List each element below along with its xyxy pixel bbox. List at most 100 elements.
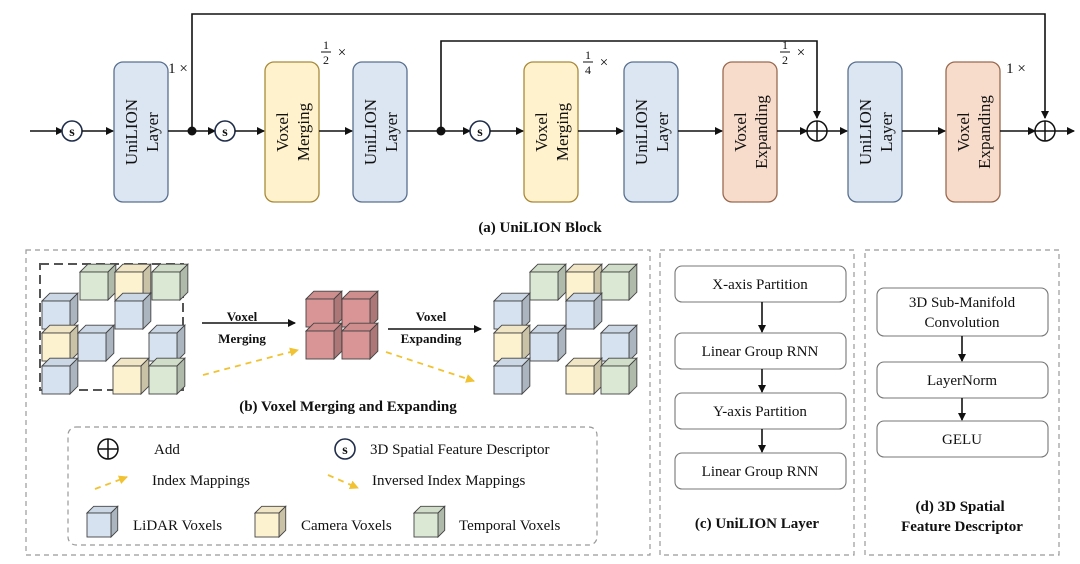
legend-label: 3D Spatial Feature Descriptor bbox=[370, 442, 550, 458]
scale-numerator: 1 bbox=[323, 38, 329, 52]
cube-front bbox=[600, 365, 630, 395]
cube-front bbox=[254, 512, 280, 538]
layer-step-label: Y-axis Partition bbox=[713, 404, 807, 420]
scale-denominator: 2 bbox=[323, 53, 329, 67]
cube-front bbox=[493, 332, 523, 362]
scale-numerator: 1 bbox=[585, 48, 591, 62]
legend-item-4: Inversed Index Mappings bbox=[327, 473, 525, 489]
descriptor-step-3: GELU bbox=[876, 420, 1049, 458]
voxel-merging-label-line-1: Voxel bbox=[227, 309, 258, 324]
merged-voxel-4 bbox=[340, 322, 379, 361]
cube-front bbox=[41, 365, 71, 395]
descriptor-caption-line-2: Feature Descriptor bbox=[901, 519, 1023, 535]
cube-front bbox=[341, 298, 371, 328]
input-voxel-11 bbox=[147, 357, 186, 396]
input-voxel-7 bbox=[76, 324, 115, 363]
node-label-line: UniLION bbox=[361, 99, 380, 165]
input-voxel-4 bbox=[40, 292, 79, 331]
node-box bbox=[623, 61, 679, 203]
expanded-voxel-11 bbox=[599, 357, 638, 396]
expanded-voxel-10 bbox=[564, 357, 603, 396]
add-symbol-1 bbox=[806, 120, 828, 142]
scale-denominator: 2 bbox=[782, 53, 788, 67]
node-label-line: Voxel bbox=[731, 112, 750, 152]
node-label-line: Voxel bbox=[954, 112, 973, 152]
layer-step-label: Linear Group RNN bbox=[702, 344, 819, 360]
descriptor-symbol-1: s bbox=[61, 120, 83, 142]
node-label-line: Merging bbox=[553, 102, 572, 161]
legend-label: Camera Voxels bbox=[301, 518, 392, 534]
temporal-cube-icon bbox=[412, 505, 446, 539]
add-symbol-2 bbox=[1034, 120, 1056, 142]
layer-step-box bbox=[674, 392, 847, 430]
descriptor-icon: s bbox=[334, 438, 356, 460]
legend-item-3: Index Mappings bbox=[94, 473, 250, 490]
descriptor-step-label-line-1: 3D Sub-Manifold bbox=[909, 295, 1016, 311]
node-box bbox=[722, 61, 778, 203]
node-label-line: UniLION bbox=[632, 99, 651, 165]
inner-skip-connection bbox=[440, 40, 821, 131]
node-box bbox=[264, 61, 320, 203]
expanded-voxel-9 bbox=[492, 357, 531, 396]
voxel-expanding-label-line-2: Expanding bbox=[401, 331, 462, 346]
descriptor-step-label-line-2: Convolution bbox=[924, 315, 1000, 331]
cube-front bbox=[600, 332, 630, 362]
node-label-line: Voxel bbox=[532, 112, 551, 152]
expanded-voxel-6 bbox=[492, 324, 531, 363]
node-label-line: Layer bbox=[143, 112, 162, 152]
legend-label: Index Mappings bbox=[152, 473, 250, 489]
expanded-voxel-8 bbox=[599, 324, 638, 363]
node-label-line: Voxel bbox=[273, 112, 292, 152]
scale-suffix: 1 × bbox=[1006, 61, 1026, 77]
legend-label: Inversed Index Mappings bbox=[372, 473, 525, 489]
legend-item-6: Camera Voxels bbox=[253, 505, 392, 539]
cube-front bbox=[565, 300, 595, 330]
cube-front bbox=[151, 271, 181, 301]
input-voxel-1 bbox=[78, 263, 117, 302]
input-voxel-2 bbox=[113, 263, 152, 302]
descriptor-panel-border bbox=[864, 249, 1060, 556]
descriptor-circle bbox=[334, 438, 356, 460]
descriptor-step-label: GELU bbox=[942, 432, 982, 448]
lidar-cube-icon bbox=[85, 505, 119, 539]
scale-suffix: × bbox=[797, 45, 805, 61]
cube-front bbox=[41, 332, 71, 362]
layer-step-box bbox=[674, 332, 847, 370]
cube-front bbox=[112, 365, 142, 395]
node-label-line: Layer bbox=[877, 112, 896, 152]
scale-label-1: 1 × bbox=[168, 61, 188, 77]
node-label-line: Expanding bbox=[975, 95, 994, 169]
merged-voxel-1 bbox=[304, 290, 343, 329]
legend-label: Add bbox=[154, 442, 180, 458]
cube-front bbox=[529, 332, 559, 362]
node-label-line: UniLION bbox=[122, 99, 141, 165]
input-voxel-3 bbox=[150, 263, 189, 302]
node-box bbox=[352, 61, 408, 203]
descriptor-s-glyph: s bbox=[342, 443, 348, 458]
inversed-index-mapping-icon bbox=[327, 474, 359, 489]
scale-suffix: × bbox=[338, 45, 346, 61]
layer-step-box bbox=[674, 265, 847, 303]
scale-suffix: × bbox=[600, 55, 608, 71]
merged-voxel-3 bbox=[304, 322, 343, 361]
legend-box bbox=[67, 426, 598, 546]
cube-front bbox=[600, 271, 630, 301]
scale-numerator: 1 bbox=[782, 38, 788, 52]
node-box bbox=[113, 61, 169, 203]
legend-item-5: LiDAR Voxels bbox=[85, 505, 222, 539]
layer-step-4: Linear Group RNN bbox=[674, 452, 847, 490]
scale-label-5: 1 × bbox=[1006, 61, 1026, 77]
cube-front bbox=[86, 512, 112, 538]
descriptor-caption: (d) 3D Spatial Feature Descriptor bbox=[901, 499, 1023, 535]
